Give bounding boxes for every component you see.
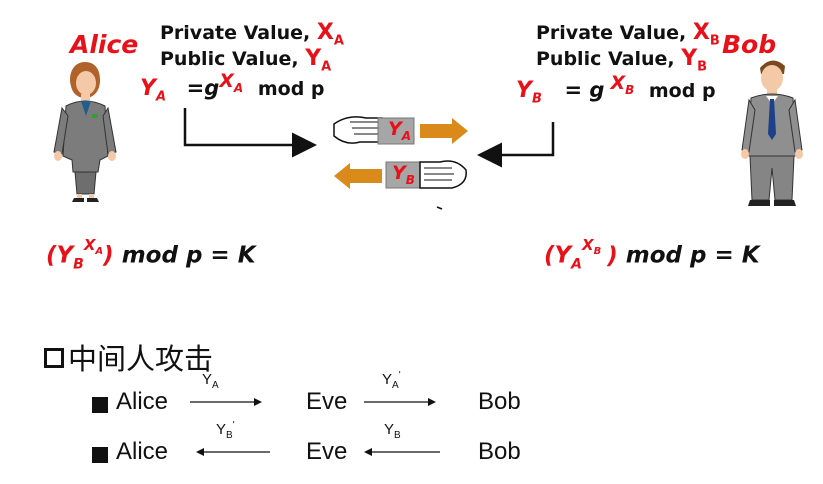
mitm-row-1-arrow2-label: YA' (382, 370, 401, 391)
mitm-row-2-arrow-label: YB' (216, 420, 235, 441)
bob-send-connector (477, 122, 555, 168)
hand-icon (419, 160, 467, 189)
bob-person-icon (741, 60, 803, 206)
mitm-row-1: Alice YA Eve YA' Bob (92, 370, 823, 428)
mitm-row-2-arrow2-var: Y (384, 421, 395, 438)
mitm-row-2: Alice YB' Eve YB Bob (92, 420, 823, 478)
card-to-alice-sub: B (405, 172, 415, 187)
mitm-row-1-arrow2-right (364, 398, 436, 406)
bob-formula-lhs-sub: B (531, 91, 542, 107)
hand-icon (333, 116, 383, 144)
alice-formula-lhs-sub: A (155, 89, 166, 105)
alice-public-value: Public Value, YA (160, 46, 331, 74)
bob-formula-tail: mod p (648, 80, 716, 102)
card-to-bob (377, 117, 415, 145)
bob-public-sub: B (697, 59, 708, 75)
mitm-row-1-arrow-label: YA (202, 370, 219, 391)
mitm-row-2-right: Bob (478, 438, 521, 465)
alice-private-value: Private Value, XA (160, 20, 344, 48)
mitm-heading: 中间人攻击 (44, 336, 213, 378)
alice-send-connector (183, 108, 317, 158)
exchange-diagram (183, 108, 555, 210)
card-to-bob-var: Y (388, 118, 402, 140)
bob-key-tail: mod p = K (625, 242, 760, 269)
alice-private-sub: A (333, 33, 344, 49)
mitm-row-2-arrow2-label: YB (384, 420, 401, 441)
bob-key-exp-sub: B (593, 246, 602, 257)
mitm-heading-text: 中间人攻击 (68, 342, 214, 376)
alice-private-label: Private Value, (160, 22, 311, 44)
bob-key-base-sub: A (571, 256, 583, 273)
mitm-row-1-arrow-right (190, 398, 262, 406)
bob-formula-eq: = g (564, 78, 605, 102)
mitm-row-1-middle: Eve (306, 388, 348, 415)
alice-public-sub: A (321, 59, 332, 75)
bob-public-value: Public Value, YB (536, 46, 707, 74)
mitm-row-2-arrow-left (196, 448, 270, 456)
alice-key-tail: mod p = K (121, 242, 256, 269)
bob-name: Bob (722, 30, 777, 59)
alice-private-var: X (316, 20, 334, 45)
bob-public-label: Public Value, (536, 48, 675, 70)
bob-formula-lhs: Y (516, 78, 532, 103)
bob-key-open: (Y (544, 242, 572, 269)
mitm-row-2-arrow2-left (364, 448, 440, 456)
alice-key-close: ) (103, 242, 114, 269)
alice-key-exp-sub: A (95, 246, 104, 257)
card-to-alice-var: Y (392, 162, 406, 184)
alice-public-var: Y (305, 46, 322, 71)
alice-formula-tail: mod p (257, 78, 325, 100)
alice-formula: YA =gXA mod p (140, 70, 325, 105)
mitm-row-1-left: Alice (116, 388, 169, 415)
mitm-row-1-arrow2-prime: ' (398, 370, 401, 381)
mitm-row-2-middle: Eve (306, 438, 348, 465)
alice-public-label: Public Value, (160, 48, 299, 70)
mitm-row-2-arrow2-sub: B (394, 430, 401, 441)
mitm-row-2-arrow-prime: ' (232, 420, 235, 431)
alice-formula-exp: X (219, 70, 234, 92)
square-bullet-icon (92, 397, 108, 413)
mitm-row-1-arrow-sub: A (212, 380, 219, 391)
bob-key-exp: X (582, 236, 594, 254)
mitm-row-1-arrow-var: Y (202, 371, 213, 388)
alice-key-base-sub: B (73, 256, 84, 273)
bob-key-formula: (YAXB) mod p = K (544, 236, 760, 273)
bob-key-close: ) (607, 242, 618, 269)
card-to-alice (385, 161, 423, 189)
alice-key-formula: (YBXA) mod p = K (46, 236, 256, 273)
mitm-row-1-right: Bob (478, 388, 521, 415)
mitm-row-1-arrow2-sub: A (392, 380, 399, 391)
mitm-row-1-arrow2-var: Y (382, 371, 393, 388)
bob-formula-exp-sub: B (625, 82, 635, 97)
bob-private-value: Private Value, XB (536, 20, 720, 48)
bob-private-var: X (692, 20, 710, 45)
hollow-square-bullet-icon (44, 348, 64, 368)
orange-arrow-left (334, 163, 382, 189)
bob-public-var: Y (681, 46, 698, 71)
card-to-alice-label: YB (392, 162, 415, 187)
alice-person-icon (53, 62, 117, 202)
mitm-row-2-arrow-var: Y (216, 421, 227, 438)
mitm-row-2-left: Alice (116, 438, 169, 465)
bob-formula-exp: X (610, 72, 626, 94)
card-to-bob-label: YA (388, 118, 411, 143)
alice-key-open: (Y (46, 242, 74, 269)
alice-key-exp: X (83, 236, 96, 254)
alice-formula-lhs: Y (140, 76, 156, 101)
card-to-bob-sub: A (401, 128, 412, 143)
alice-name: Alice (70, 30, 139, 59)
orange-arrow-right (420, 118, 468, 144)
bob-private-sub: B (709, 33, 720, 49)
alice-formula-eq: =g (186, 76, 220, 100)
mitm-row-2-arrow-sub: B (226, 430, 233, 441)
bob-private-label: Private Value, (536, 22, 687, 44)
square-bullet-icon (92, 447, 108, 463)
alice-formula-exp-sub: A (233, 80, 244, 95)
